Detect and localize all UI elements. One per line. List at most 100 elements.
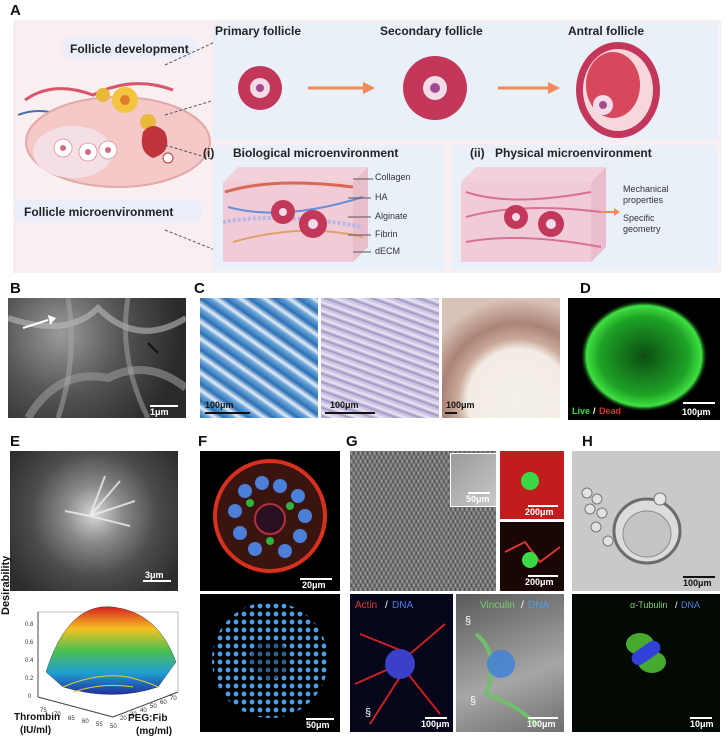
panel-g-mark-1: § bbox=[365, 707, 372, 719]
panel-e-y-label: PEG:Fib bbox=[128, 713, 168, 724]
ovary-illustration bbox=[17, 82, 211, 188]
panel-g-right-bottom-image bbox=[500, 522, 564, 591]
secondary-follicle-icon bbox=[403, 56, 467, 120]
panel-c-image-3 bbox=[442, 298, 560, 418]
panel-d-live-label: Live bbox=[572, 406, 591, 416]
panel-label-h: H bbox=[582, 433, 593, 450]
material-collagen: Collagen bbox=[375, 172, 411, 182]
panel-e-z-tick-4: 0.8 bbox=[25, 622, 34, 628]
panel-c-scale-bar-1 bbox=[205, 412, 250, 414]
panel-label-g: G bbox=[346, 433, 358, 450]
bio-marker: (i) bbox=[203, 146, 215, 160]
arrow-2-icon bbox=[498, 82, 560, 94]
panel-g-actin-image bbox=[350, 594, 453, 732]
panel-h-brightfield-image bbox=[572, 451, 720, 591]
panel-h-dna-label: DNA bbox=[681, 600, 701, 610]
panel-e-sem-image bbox=[10, 451, 178, 591]
panel-g-bl-scale-label: 100μm bbox=[421, 719, 450, 729]
panel-d-scale-label: 100μm bbox=[682, 407, 711, 417]
biological-cube-illustration bbox=[222, 167, 373, 262]
material-alginate: Alginate bbox=[375, 211, 408, 221]
panel-f-scale-label-bottom: 50μm bbox=[306, 720, 330, 730]
follicle-stages-illustration bbox=[238, 42, 660, 138]
panel-h-tubulin-label: α-Tubulin bbox=[630, 600, 668, 610]
panel-g-vinculin-image bbox=[456, 594, 564, 732]
physical-prop-4: geometry bbox=[623, 224, 661, 234]
panel-e-z-tick-3: 0.6 bbox=[25, 640, 34, 646]
panel-g-r1-scale-label: 200μm bbox=[525, 507, 554, 517]
panel-h-scale-label-bottom: 10μm bbox=[690, 719, 714, 729]
panel-g-actin-slash: / bbox=[385, 600, 388, 611]
panel-e-x-tick-2: 65 bbox=[68, 716, 75, 722]
material-decm: dECM bbox=[375, 246, 401, 256]
panel-c-scale-label-3: 100μm bbox=[446, 400, 475, 410]
panel-g-mark-2: § bbox=[465, 615, 472, 627]
panel-g-right-top-image bbox=[500, 451, 564, 519]
panel-e-x-tick-4: 55 bbox=[96, 722, 103, 728]
panel-e-z-tick-0: 0 bbox=[28, 694, 32, 700]
primary-follicle-icon bbox=[238, 66, 282, 110]
panel-h-scale-label-top: 100μm bbox=[683, 578, 712, 588]
panel-d-dead-label: Dead bbox=[599, 406, 622, 416]
panel-g-inset-image bbox=[450, 453, 497, 507]
panel-h-slash: / bbox=[675, 600, 678, 610]
panel-d-fluorescence-image bbox=[568, 298, 720, 420]
panel-label-c: C bbox=[194, 280, 205, 297]
panel-label-b: B bbox=[10, 280, 21, 297]
panel-e-z-tick-2: 0.4 bbox=[25, 658, 34, 664]
panel-label-d: D bbox=[580, 280, 591, 297]
phys-marker: (ii) bbox=[470, 146, 485, 160]
panel-e-scale-bar bbox=[143, 580, 171, 582]
panel-h-scale-bar-top bbox=[683, 576, 715, 578]
follicle-development-pill bbox=[62, 37, 197, 59]
follicle-microenvironment-label: Follicle microenvironment bbox=[24, 205, 174, 219]
panel-e-x-tick-0: 75 bbox=[40, 708, 47, 714]
panel-e-y-tick-3: 50 bbox=[150, 704, 157, 710]
panel-h-fluorescence-image bbox=[572, 594, 720, 732]
phys-title: Physical microenvironment bbox=[495, 146, 652, 160]
panel-c-image-1 bbox=[200, 298, 318, 418]
primary-follicle-label: Primary follicle bbox=[215, 24, 302, 38]
panel-g-r2-scale-label: 200μm bbox=[525, 577, 554, 587]
follicle-microenvironment-pill bbox=[13, 200, 203, 222]
material-fibrin: Fibrin bbox=[375, 229, 398, 239]
panel-e-y-tick-5: 70 bbox=[170, 696, 177, 702]
panel-c-scale-label-1: 100μm bbox=[205, 400, 234, 410]
panel-c-image-2 bbox=[321, 298, 439, 418]
panel-e-z-label: Desirability bbox=[0, 555, 12, 615]
panel-c-scale-bar-3 bbox=[445, 412, 457, 414]
panel-e-y-tick-2: 40 bbox=[140, 708, 147, 714]
panel-g-inset-scale-bar bbox=[468, 492, 490, 494]
panel-e-x-tick-3: 60 bbox=[82, 719, 89, 725]
panel-f-bottom-image bbox=[200, 594, 340, 732]
panel-g-dna-label-2: DNA bbox=[528, 600, 550, 611]
panel-g-inset-scale-label: 50μm bbox=[466, 494, 490, 504]
panel-b-sem-image bbox=[8, 298, 186, 418]
panel-f-scale-bar-bottom bbox=[306, 718, 334, 720]
panel-label-f: F bbox=[198, 433, 208, 450]
panel-e-scale-label: 3μm bbox=[145, 570, 164, 580]
secondary-follicle-label: Secondary follicle bbox=[380, 24, 483, 38]
panel-d-slash: / bbox=[593, 406, 596, 416]
antral-follicle-icon bbox=[576, 42, 660, 138]
physical-prop-2: properties bbox=[623, 195, 664, 205]
panel-f-scale-bar-top bbox=[300, 578, 332, 580]
physical-cube-illustration bbox=[461, 167, 620, 262]
panel-e-z-tick-1: 0.2 bbox=[25, 676, 34, 682]
panel-e-x-tick-1: 70 bbox=[54, 712, 61, 718]
panel-g-bl-scale-bar bbox=[425, 717, 447, 719]
panel-b-scale-label: 1μm bbox=[150, 407, 169, 417]
panel-b-scale-bar bbox=[150, 405, 178, 407]
bio-title: Biological microenvironment bbox=[233, 146, 399, 160]
panel-e-y-tick-0: 20 bbox=[120, 716, 127, 722]
panel-c-scale-bar-2 bbox=[325, 412, 375, 414]
panel-e-surface-plot bbox=[37, 606, 179, 718]
panel-g-r2-scale-bar bbox=[528, 575, 558, 577]
arrow-1-icon bbox=[308, 82, 375, 94]
panel-g-dna-label-1: DNA bbox=[392, 600, 414, 611]
physical-prop-1: Mechanical bbox=[623, 184, 669, 194]
panel-g-vinculin-label: Vinculin bbox=[480, 600, 515, 611]
panel-e-x-tick-5: 50 bbox=[110, 724, 117, 730]
panel-e-y-unit: (mg/ml) bbox=[136, 726, 173, 737]
panel-c-scale-label-2: 100μm bbox=[330, 400, 359, 410]
